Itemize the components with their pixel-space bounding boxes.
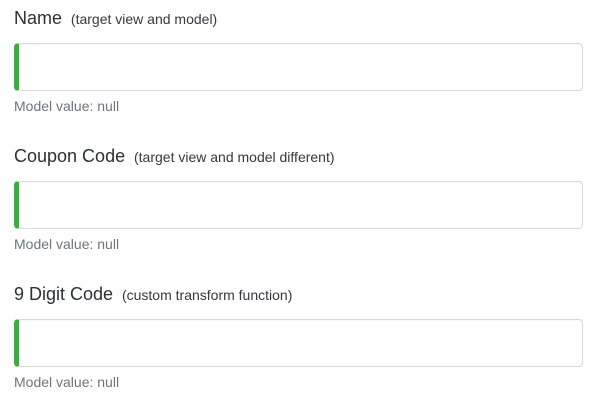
field-group-9-digit-code: 9 Digit Code (custom transform function)…: [14, 284, 583, 390]
digit-code-field-label: 9 Digit Code (custom transform function): [14, 284, 583, 305]
digit-code-input[interactable]: [14, 319, 583, 367]
name-label-text: Name: [14, 8, 63, 28]
coupon-label-text: Coupon Code: [14, 146, 126, 166]
name-input[interactable]: [14, 43, 583, 91]
name-label-hint: (target view and model): [70, 11, 218, 27]
field-group-name: Name (target view and model) Model value…: [14, 8, 583, 114]
coupon-label-hint: (target view and model different): [134, 149, 335, 165]
field-group-coupon-code: Coupon Code (target view and model diffe…: [14, 146, 583, 252]
name-model-value-text: Model value: null: [14, 98, 120, 114]
coupon-code-input[interactable]: [14, 181, 583, 229]
name-field-label: Name (target view and model): [14, 8, 583, 29]
digit-code-label-hint: (custom transform function): [121, 287, 293, 303]
digit-code-model-value-text: Model value: null: [14, 374, 120, 390]
coupon-model-value-text: Model value: null: [14, 236, 120, 252]
digit-code-label-text: 9 Digit Code: [14, 284, 114, 304]
coupon-field-label: Coupon Code (target view and model diffe…: [14, 146, 583, 167]
